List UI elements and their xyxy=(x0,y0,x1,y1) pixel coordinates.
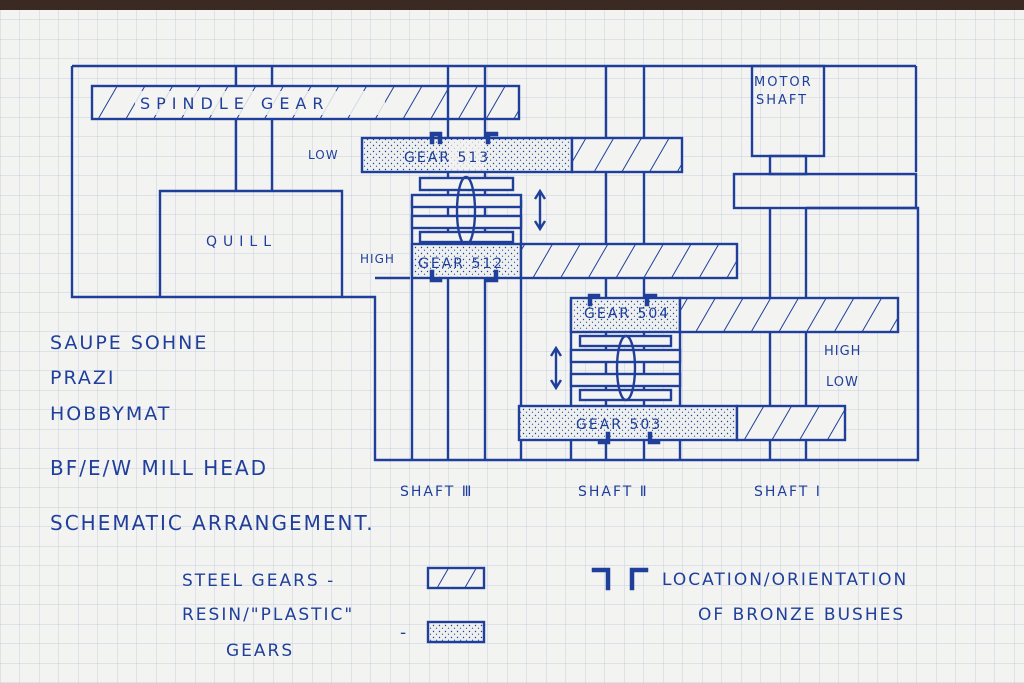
spindle-gear-label: SPINDLE GEAR xyxy=(140,94,330,113)
selector-dog-2-lower xyxy=(578,388,673,402)
bronze-bush-513-left xyxy=(429,131,443,145)
selector-dog-3-upper xyxy=(418,176,515,192)
gear-513-label: GEAR 513 xyxy=(404,150,490,166)
selector-dog-3-lower xyxy=(418,230,515,244)
bronze-bush-504-right xyxy=(644,293,658,307)
shift-arrow-2-head-up xyxy=(549,345,563,357)
gear-512-label: GEAR 512 xyxy=(418,256,504,272)
gear-513-steel xyxy=(570,136,684,174)
shift-arrow-3-head-up xyxy=(533,188,547,200)
motor-shaft-label-line2: SHAFT xyxy=(756,93,808,108)
bronze-bush-512-left xyxy=(429,269,443,283)
bronze-bush-513-right xyxy=(485,131,499,145)
legend-bush-label-line1: LOCATION/ORIENTATION xyxy=(662,570,908,590)
spindle-gear-label-bg xyxy=(135,91,385,115)
shift-arrow-3-head-down xyxy=(533,220,547,232)
note-brand-prazi: PRAZI xyxy=(50,367,116,389)
speed-label-high-left: HIGH xyxy=(360,252,395,266)
selector-plate-2-upper xyxy=(569,348,682,364)
note-model: BF/E/W MILL HEAD xyxy=(50,456,268,480)
shaft-1-label: SHAFT Ⅰ xyxy=(754,484,822,500)
grid xyxy=(0,10,1024,683)
gear-503-steel xyxy=(735,404,847,442)
selector-dog-2-upper xyxy=(578,334,673,348)
shaft-2-label: SHAFT Ⅱ xyxy=(578,484,649,500)
selector-plate-2-lower xyxy=(569,372,682,388)
legend-resin-label-line1: RESIN/"PLASTIC" xyxy=(182,605,354,625)
bronze-bush-503-left xyxy=(597,431,611,445)
bronze-bush-512-right xyxy=(485,269,499,283)
motor-shaft-label-line1: MOTOR xyxy=(754,75,813,90)
gear-512-steel xyxy=(519,242,739,280)
gear-503-label: GEAR 503 xyxy=(576,417,662,433)
bronze-bush-504-left xyxy=(587,293,601,307)
legend-resin-swatch xyxy=(426,620,486,644)
motor-shaft-flange xyxy=(732,172,918,210)
bronze-bush-503-right xyxy=(647,431,661,445)
housing-outline-left xyxy=(70,66,344,299)
speed-label-low-left: LOW xyxy=(308,148,339,162)
speed-label-low-right: LOW xyxy=(826,375,859,390)
selector-plate-3-lower xyxy=(410,214,523,230)
legend-steel-swatch xyxy=(426,566,486,590)
quill-label: QUILL xyxy=(206,234,277,250)
legend-bush-symbol xyxy=(591,567,649,591)
legend-bush-label-line2: OF BRONZE BUSHES xyxy=(698,605,905,625)
legend-resin-dash: - xyxy=(400,623,406,643)
legend-resin-label-line2: GEARS xyxy=(226,641,294,661)
legend-steel-label: STEEL GEARS - xyxy=(182,571,335,591)
gear-513-hub-gap xyxy=(449,140,484,170)
speed-label-high-right: HIGH xyxy=(824,344,861,359)
selector-pin-2 xyxy=(615,334,637,402)
gear-504-steel xyxy=(678,296,900,334)
note-brand-hobbymat: HOBBYMAT xyxy=(50,403,171,425)
shift-arrow-2-head-down xyxy=(549,379,563,391)
gear-504-label: GEAR 504 xyxy=(584,306,670,322)
note-title: SCHEMATIC ARRANGEMENT. xyxy=(50,511,375,535)
selector-plate-3-upper xyxy=(410,193,523,209)
shaft-3-label: SHAFT Ⅲ xyxy=(400,484,473,500)
note-maker-name: SAUPE SOHNE xyxy=(50,332,208,354)
